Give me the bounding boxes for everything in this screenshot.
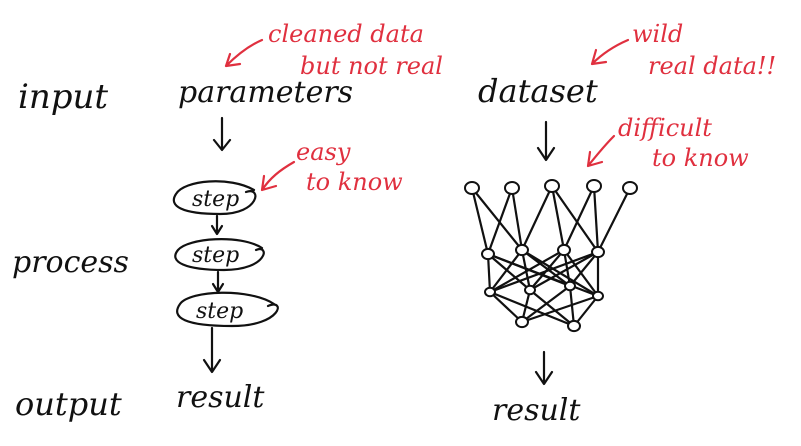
network-edge xyxy=(596,186,632,254)
arrow-down-icon xyxy=(210,214,224,236)
step-label: step xyxy=(192,187,239,212)
row-label-input: input xyxy=(18,77,108,117)
annotation-arrow-icon xyxy=(590,38,630,66)
step-node: step xyxy=(172,180,257,216)
network-edge xyxy=(470,186,524,252)
left-input-parameters: parameters xyxy=(178,75,353,110)
hidden-neuron xyxy=(591,245,605,259)
hidden-neuron xyxy=(524,284,536,296)
arrow-down-icon xyxy=(211,270,225,294)
network-edge xyxy=(470,186,490,256)
input-neuron xyxy=(544,179,560,193)
right-output-result: result xyxy=(492,393,581,428)
left-pipeline: parameters step step step result xyxy=(172,75,353,415)
input-neuron xyxy=(504,181,520,195)
network-edge xyxy=(520,184,554,252)
note-real-data: real data!! xyxy=(648,52,776,80)
arrow-down-icon xyxy=(212,116,232,152)
hidden-neuron xyxy=(484,286,496,298)
network-edge xyxy=(520,284,572,324)
network-edge xyxy=(562,184,596,252)
note-difficult: difficult xyxy=(618,114,712,142)
annotation-arrow-icon xyxy=(260,160,296,192)
output-neuron xyxy=(567,319,581,333)
input-neuron xyxy=(586,179,602,193)
network-edge xyxy=(488,290,524,324)
network-edge xyxy=(592,184,600,254)
hidden-neuron xyxy=(592,290,604,302)
right-annotations: wild real data!! difficult to know xyxy=(586,20,776,172)
step-label: step xyxy=(192,243,239,268)
row-label-process: process xyxy=(12,245,129,280)
step-node: step xyxy=(176,291,279,328)
step-node: step xyxy=(174,238,265,272)
output-neuron xyxy=(515,315,529,329)
hidden-neuron xyxy=(564,280,576,292)
network-edge xyxy=(486,252,492,294)
network-edge xyxy=(488,290,576,328)
network-edge xyxy=(510,186,524,252)
network-edge xyxy=(550,184,600,254)
input-neuron xyxy=(464,181,480,195)
note-cleaned-data: cleaned data xyxy=(268,20,424,48)
left-output-result: result xyxy=(176,380,265,415)
note-wild: wild xyxy=(632,20,683,48)
hidden-neuron xyxy=(515,243,529,257)
network-edge xyxy=(528,288,576,328)
hidden-neuron xyxy=(557,243,571,257)
note-but-not-real: but not real xyxy=(300,52,443,80)
arrow-down-icon xyxy=(202,326,222,374)
neural-network xyxy=(464,179,638,333)
note-to-know: to know xyxy=(306,168,403,196)
right-network: dataset result xyxy=(464,72,638,428)
left-annotations: cleaned data but not real easy to know xyxy=(224,20,443,196)
network-edge xyxy=(550,184,566,252)
row-label-output: output xyxy=(15,385,122,423)
annotation-arrow-icon xyxy=(224,38,264,68)
network-edge xyxy=(486,252,532,292)
network-edge xyxy=(488,248,566,294)
network-edge xyxy=(520,248,532,292)
network-edge xyxy=(520,294,600,324)
right-input-dataset: dataset xyxy=(478,72,598,110)
step-label: step xyxy=(196,299,243,324)
network-edge xyxy=(488,250,600,294)
hidden-neuron xyxy=(481,247,495,261)
network-edge xyxy=(528,250,600,292)
network-edge xyxy=(488,248,524,294)
note-easy: easy xyxy=(296,138,351,166)
network-edge xyxy=(568,250,600,288)
note-to-know-right: to know xyxy=(652,144,749,172)
annotation-arrow-icon xyxy=(586,134,616,168)
input-neuron xyxy=(622,181,638,195)
arrow-down-icon xyxy=(536,120,556,162)
arrow-down-icon xyxy=(534,350,554,386)
